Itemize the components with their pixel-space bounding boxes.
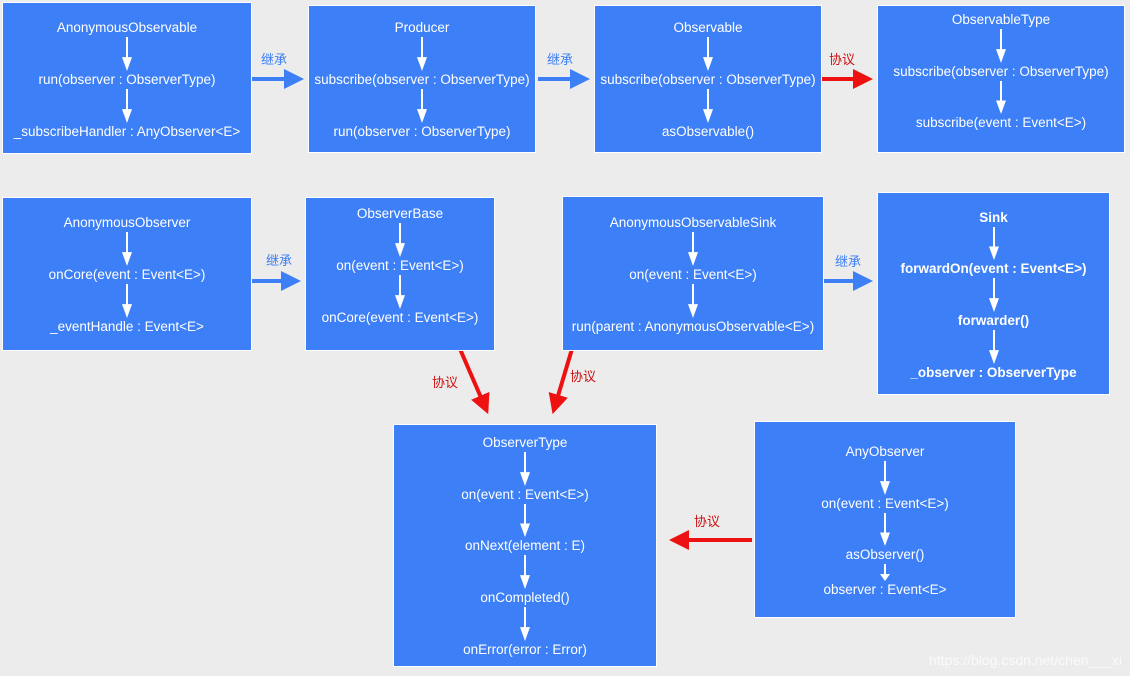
down-arrow-icon — [687, 232, 699, 266]
down-arrow-icon — [988, 330, 1000, 364]
down-arrow-icon — [702, 37, 714, 71]
box-sink: Sink forwardOn(event : Event<E>) forwarder… — [877, 192, 1110, 395]
down-arrow-icon — [879, 461, 891, 495]
down-arrow-icon — [519, 504, 531, 537]
box-title: AnonymousObservable — [56, 20, 198, 35]
down-arrow-icon — [121, 89, 133, 123]
box-member: subscribe(event : Event<E>) — [915, 115, 1087, 130]
down-arrow-icon — [879, 513, 891, 546]
box-member: forwardOn(event : Event<E>) — [900, 261, 1087, 276]
down-arrow-icon — [995, 29, 1007, 63]
box-member: asObservable() — [661, 124, 755, 139]
box-member: on(event : Event<E>) — [821, 496, 949, 511]
box-member: _subscribeHandler : AnyObserver<E> — [13, 124, 241, 139]
protocol-label: 协议 — [694, 514, 721, 529]
down-arrow-icon — [988, 227, 1000, 260]
down-arrow-icon — [394, 275, 406, 309]
inherit-label: 继承 — [547, 52, 574, 67]
relation-arrow-anonymous-observable-sink-to-observer-type — [548, 348, 574, 415]
box-member: onCompleted() — [480, 590, 570, 605]
box-title: ObserverType — [482, 435, 568, 450]
watermark: https://blog.csdn.net/chen___xi — [928, 652, 1122, 668]
down-arrow-icon — [879, 564, 891, 581]
down-arrow-icon — [995, 81, 1007, 114]
down-arrow-icon — [702, 89, 714, 123]
protocol-label: 协议 — [432, 375, 459, 390]
box-title: ObserverBase — [356, 206, 444, 221]
box-anonymous-observer: AnonymousObserver onCore(event : Event<E>… — [2, 197, 252, 351]
box-observer-base: ObserverBase on(event : Event<E>) onCore(e… — [305, 197, 495, 351]
box-observable: Observable subscribe(observer : ObserverT… — [594, 5, 822, 153]
box-title: Sink — [979, 210, 1008, 225]
box-title: AnonymousObserver — [63, 215, 191, 230]
down-arrow-icon — [416, 37, 428, 71]
box-title: Producer — [394, 20, 450, 35]
box-title: AnyObserver — [845, 444, 925, 459]
box-member: run(observer : ObserverType) — [333, 124, 511, 139]
down-arrow-icon — [121, 37, 133, 71]
box-member: subscribe(observer : ObserverType) — [893, 64, 1109, 79]
box-observer-type: ObserverType on(event : Event<E>) onNext(e… — [393, 424, 657, 667]
box-anonymous-observable-sink: AnonymousObservableSink on(event : Event<… — [562, 196, 824, 351]
down-arrow-icon — [121, 232, 133, 266]
box-member: on(event : Event<E>) — [336, 258, 464, 273]
down-arrow-icon — [121, 284, 133, 318]
box-title: ObservableType — [951, 12, 1051, 27]
box-member: on(event : Event<E>) — [461, 487, 589, 502]
box-member: forwarder() — [957, 313, 1030, 328]
box-member: onCore(event : Event<E>) — [321, 310, 479, 325]
protocol-label: 协议 — [829, 52, 856, 67]
down-arrow-icon — [687, 284, 699, 318]
box-anonymous-observable: AnonymousObservable run(observer : Observ… — [2, 2, 252, 154]
box-any-observer: AnyObserver on(event : Event<E>) asObserve… — [754, 421, 1016, 618]
inherit-label: 继承 — [261, 52, 288, 67]
inherit-label: 继承 — [266, 253, 293, 268]
down-arrow-icon — [519, 452, 531, 486]
box-member: observer : Event<E> — [823, 582, 947, 597]
down-arrow-icon — [416, 89, 428, 123]
box-member: _observer : ObserverType — [910, 365, 1077, 380]
box-member: onError(error : Error) — [463, 642, 587, 657]
down-arrow-icon — [519, 607, 531, 641]
box-title: Observable — [673, 20, 743, 35]
down-arrow-icon — [988, 278, 1000, 312]
relation-arrow-observer-base-to-observer-type — [458, 348, 490, 415]
down-arrow-icon — [519, 555, 531, 589]
box-member: _eventHandle : Event<E> — [50, 319, 204, 334]
down-arrow-icon — [394, 223, 406, 257]
inherit-label: 继承 — [835, 254, 862, 269]
protocol-label: 协议 — [570, 369, 597, 384]
box-member: run(observer : ObserverType) — [38, 72, 216, 87]
box-member: asObserver() — [845, 547, 925, 562]
box-title: AnonymousObservableSink — [609, 215, 777, 230]
box-observable-type: ObservableType subscribe(observer : Obser… — [877, 5, 1125, 153]
box-member: on(event : Event<E>) — [629, 267, 757, 282]
box-member: subscribe(observer : ObserverType) — [600, 72, 816, 87]
box-producer: Producer subscribe(observer : ObserverTyp… — [308, 5, 536, 153]
box-member: run(parent : AnonymousObservable<E>) — [571, 319, 815, 334]
box-member: subscribe(observer : ObserverType) — [314, 72, 530, 87]
box-member: onCore(event : Event<E>) — [48, 267, 206, 282]
box-member: onNext(element : E) — [464, 538, 586, 553]
